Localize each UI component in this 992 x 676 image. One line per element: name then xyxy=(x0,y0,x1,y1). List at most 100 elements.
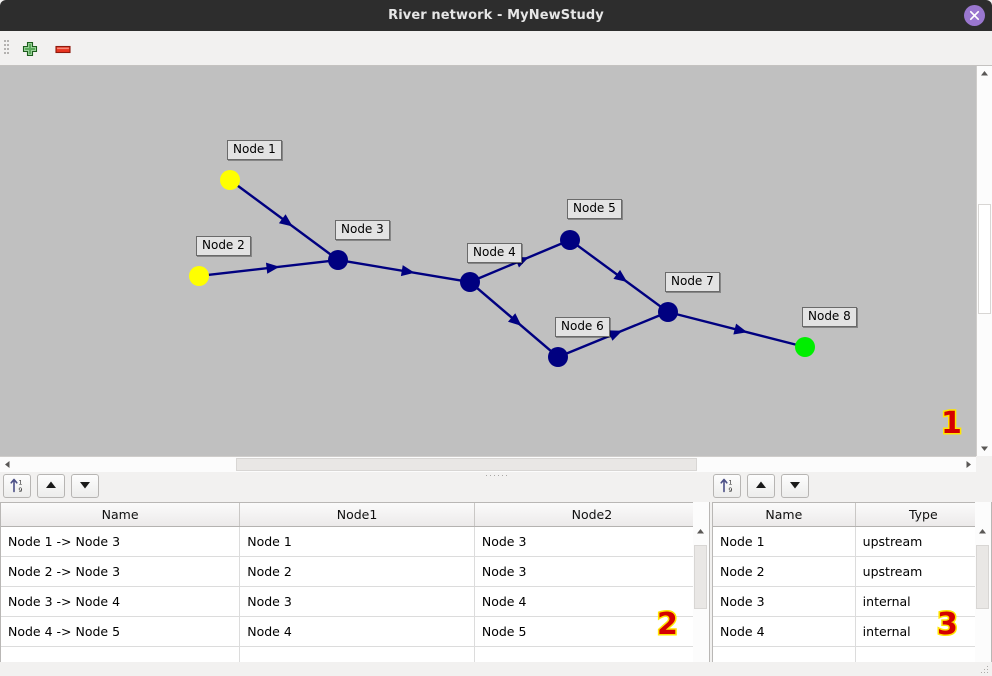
arcs-vscroll-track[interactable] xyxy=(693,539,708,657)
arcs-vscroll-thumb[interactable] xyxy=(694,545,707,609)
scroll-left-icon[interactable] xyxy=(0,457,15,472)
arcs-table-empty-cell xyxy=(474,646,709,664)
svg-text:9: 9 xyxy=(18,486,22,494)
graph-node-n2[interactable] xyxy=(189,266,209,286)
arcs-table-cell[interactable]: Node 1 -> Node 3 xyxy=(1,526,241,557)
remove-minus-icon[interactable] xyxy=(51,37,75,61)
graph-node-label-n1[interactable]: Node 1 xyxy=(227,140,282,160)
graph-node-label-n2[interactable]: Node 2 xyxy=(196,236,251,256)
arcs-sort-button[interactable]: 1 9 xyxy=(3,474,31,498)
arcs-table-column-header-2[interactable]: Node2 xyxy=(474,503,709,527)
arcs-table-cell[interactable]: Node 3 xyxy=(474,556,709,587)
nodes-table-cell[interactable]: Node 4 xyxy=(713,616,856,647)
graph-node-n4[interactable] xyxy=(460,272,480,292)
graph-node-n5[interactable] xyxy=(560,230,580,250)
arcs-table-cell[interactable]: Node 3 xyxy=(239,586,475,617)
graph-node-label-n3[interactable]: Node 3 xyxy=(335,220,390,240)
nodes-table-cell[interactable]: Node 1 xyxy=(713,526,856,557)
graph-node-n3[interactable] xyxy=(328,250,348,270)
graph-horizontal-scrollbar[interactable] xyxy=(0,456,976,472)
arcs-table-cell[interactable]: Node 4 xyxy=(474,586,709,617)
nodes-table-cell[interactable]: internal xyxy=(855,586,991,617)
nodes-table-column-header-0[interactable]: Name xyxy=(713,503,856,527)
nodes-move-down-button[interactable] xyxy=(781,474,809,498)
nodes-table-cell[interactable]: Node 3 xyxy=(713,586,856,617)
arcs-move-up-button[interactable] xyxy=(37,474,65,498)
window-title: River network - MyNewStudy xyxy=(388,8,604,23)
resize-grip-icon[interactable] xyxy=(981,666,989,674)
nodes-table-cell[interactable]: upstream xyxy=(855,556,991,587)
graph-hscroll-thumb[interactable] xyxy=(236,458,697,471)
arcs-table-vertical-scrollbar[interactable] xyxy=(693,502,709,674)
graph-node-n1[interactable] xyxy=(220,170,240,190)
scroll-up-icon[interactable] xyxy=(977,66,992,81)
network-graph-canvas[interactable]: Node 1 Node 2 Node 3 Node 4 Node 5 Node 6 Node… xyxy=(0,66,976,456)
arcs-table-cell[interactable]: Node 2 -> Node 3 xyxy=(1,556,241,587)
arcs-table-cell[interactable]: Node 3 -> Node 4 xyxy=(1,586,241,617)
arcs-table-cell[interactable]: Node 2 xyxy=(239,556,475,587)
scroll-right-icon[interactable] xyxy=(961,457,976,472)
arcs-table-cell[interactable]: Node 1 xyxy=(239,526,475,557)
add-plus-icon[interactable] xyxy=(18,37,42,61)
arcs-move-down-button[interactable] xyxy=(71,474,99,498)
graph-edge-arrowhead xyxy=(733,323,748,335)
graph-node-label-n4[interactable]: Node 4 xyxy=(467,243,522,263)
nodes-move-up-button[interactable] xyxy=(747,474,775,498)
graph-node-label-n7[interactable]: Node 7 xyxy=(665,272,720,292)
nodes-table-empty-cell xyxy=(855,646,991,664)
graph-vscroll-track[interactable] xyxy=(977,81,992,441)
arcs-table-cell[interactable]: Node 4 -> Node 5 xyxy=(1,616,241,647)
graph-vertical-scrollbar[interactable] xyxy=(976,66,992,456)
graph-node-n7[interactable] xyxy=(658,302,678,322)
nodes-scroll-up-icon[interactable] xyxy=(975,524,990,539)
graph-edge-arrowhead xyxy=(507,313,522,326)
graph-node-n6[interactable] xyxy=(548,347,568,367)
arcs-table-empty-row[interactable] xyxy=(1,646,709,664)
graph-node-n8[interactable] xyxy=(795,337,815,357)
close-icon[interactable] xyxy=(964,5,985,26)
nodes-table-vertical-scrollbar[interactable] xyxy=(975,502,991,674)
nodes-sort-button[interactable]: 1 9 xyxy=(713,474,741,498)
nodes-table-column-header-1[interactable]: Type xyxy=(855,503,991,527)
nodes-vscroll-track[interactable] xyxy=(975,539,990,657)
graph-node-label-n8[interactable]: Node 8 xyxy=(802,307,857,327)
nodes-table-cell[interactable]: internal xyxy=(855,616,991,647)
arcs-table-column-header-0[interactable]: Name xyxy=(1,503,241,527)
graph-vscroll-thumb[interactable] xyxy=(978,204,991,314)
graph-node-label-n6[interactable]: Node 6 xyxy=(555,317,610,337)
arcs-scroll-up-icon[interactable] xyxy=(693,524,708,539)
arcs-table-cell[interactable]: Node 5 xyxy=(474,616,709,647)
nodes-table-empty-row[interactable] xyxy=(713,646,991,664)
edge-layer xyxy=(207,184,797,355)
annotation-marker-2: 2 xyxy=(656,607,680,642)
nodes-table-cell[interactable]: Node 2 xyxy=(713,556,856,587)
nodes-vscroll-thumb[interactable] xyxy=(976,545,989,609)
arcs-table-empty-cell xyxy=(1,646,241,664)
nodes-table-cell[interactable]: upstream xyxy=(855,526,991,557)
arcs-table-cell[interactable]: Node 3 xyxy=(474,526,709,557)
title-bar[interactable]: River network - MyNewStudy xyxy=(0,0,992,31)
node-layer xyxy=(189,170,815,367)
scroll-down-icon[interactable] xyxy=(977,441,992,456)
arcs-table-column-header-1[interactable]: Node1 xyxy=(239,503,475,527)
toolbar-grip[interactable] xyxy=(4,40,9,57)
panel-splitter[interactable] xyxy=(0,472,992,480)
graph-node-label-n5[interactable]: Node 5 xyxy=(567,199,622,219)
arcs-table-cell[interactable]: Node 4 xyxy=(239,616,475,647)
